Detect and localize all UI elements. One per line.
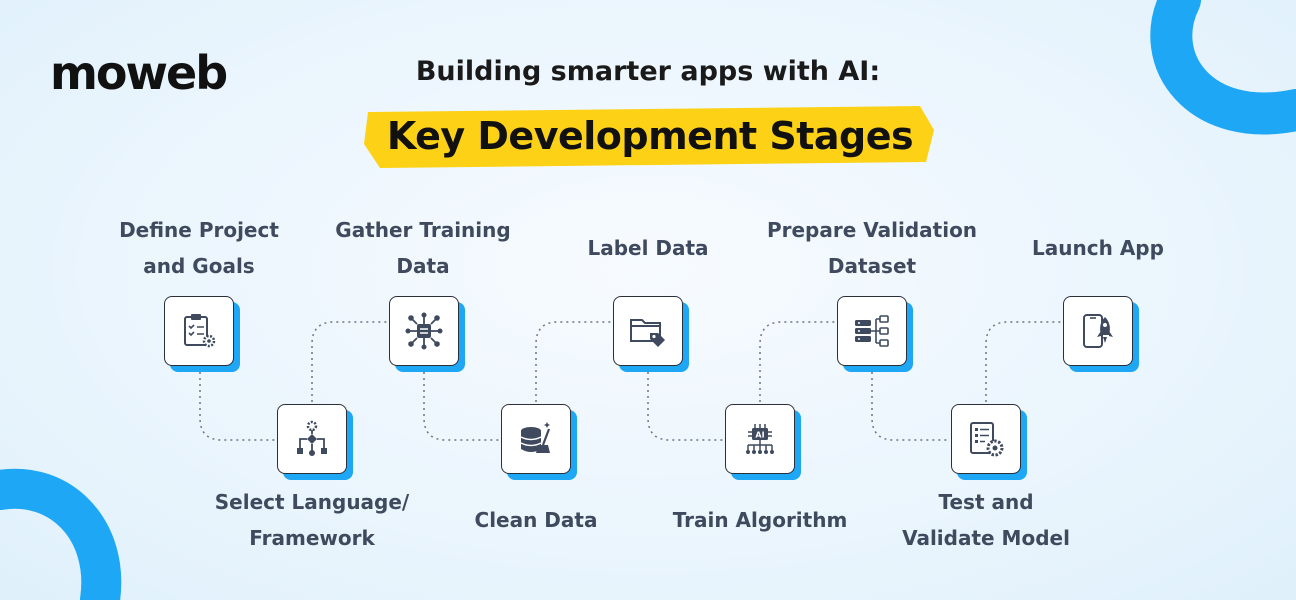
connector-3-4 — [423, 372, 502, 441]
stage-2-label-line1: Select Language/ — [214, 490, 410, 514]
stage-9-card[interactable] — [1063, 296, 1133, 366]
stage-7-card[interactable] — [837, 296, 907, 366]
stage-4-label: Clean Data — [426, 502, 646, 538]
stage-6-label-line1: Train Algorithm — [672, 508, 848, 532]
connector-1-2 — [199, 372, 278, 441]
stage-8-label-line1: Test and — [938, 490, 1034, 514]
stage-7-label-line2: Dataset — [827, 254, 917, 278]
decorative-brush-top-right — [1150, 0, 1296, 135]
stage-7-label-line1: Prepare Validation — [766, 218, 978, 242]
stage-1-label-line1: Define Project — [119, 218, 279, 242]
stage-4-card[interactable] — [501, 404, 571, 474]
phone-rocket-icon — [1083, 314, 1113, 348]
stage-6-label: Train Algorithm — [650, 502, 870, 538]
ai-chip-icon: AI — [746, 424, 774, 454]
stage-7-label: Prepare Validation Dataset — [762, 212, 982, 284]
stage-5-label: Label Data — [538, 230, 758, 266]
title-highlight: Key Development Stages — [360, 100, 940, 172]
stage-5-card[interactable] — [613, 296, 683, 366]
stage-2-label-line2: Framework — [249, 526, 375, 550]
brand-logo: moweb — [50, 46, 228, 100]
stage-5-label-line1: Label Data — [587, 236, 709, 260]
stage-6-card[interactable]: AI — [725, 404, 795, 474]
stage-3-label-line1: Gather Training — [335, 218, 511, 242]
flowchart-gear-icon — [297, 420, 327, 456]
page-title-line2: Key Development Stages — [386, 114, 914, 158]
database-tree-icon — [855, 315, 889, 347]
stage-1-label: Define Project and Goals — [89, 212, 309, 284]
stage-3-card[interactable] — [389, 296, 459, 366]
connector-8-9 — [985, 321, 1064, 402]
connector-6-7 — [759, 321, 838, 402]
page-title-line1: Building smarter apps with AI: — [415, 56, 881, 87]
stage-2-label: Select Language/ Framework — [202, 484, 422, 556]
stage-3-label-line2: Data — [396, 254, 450, 278]
stage-2-card[interactable] — [277, 404, 347, 474]
decorative-brush-bottom-left — [0, 468, 122, 600]
stage-3-label: Gather Training Data — [313, 212, 533, 284]
stage-8-label-line2: Validate Model — [902, 526, 1070, 550]
stage-4-label-line1: Clean Data — [474, 508, 598, 532]
stage-8-label: Test and Validate Model — [876, 484, 1096, 556]
stage-9-label-line1: Launch App — [1032, 236, 1164, 260]
stage-1-label-line2: and Goals — [143, 254, 255, 278]
connector-7-8 — [871, 372, 950, 441]
stage-9-label: Launch App — [988, 230, 1208, 266]
connector-5-6 — [647, 372, 726, 441]
highlight-brush — [364, 106, 934, 168]
network-hub-icon — [405, 312, 443, 350]
connector-2-3 — [311, 321, 390, 402]
stage-8-card[interactable] — [951, 404, 1021, 474]
checklist-gear-icon — [970, 422, 1004, 457]
connector-4-5 — [535, 321, 614, 402]
clipboard-gear-icon — [184, 314, 216, 348]
database-broom-icon — [520, 422, 551, 453]
stage-1-card[interactable] — [164, 296, 234, 366]
svg-text:AI: AI — [755, 431, 764, 440]
folder-tag-icon — [630, 319, 665, 347]
